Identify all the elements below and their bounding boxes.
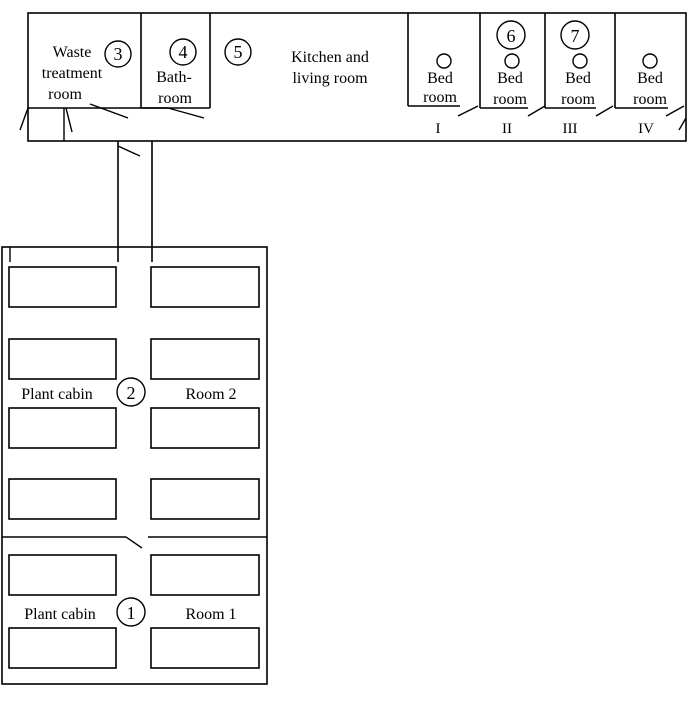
bedroom-3-label-1: Bed (565, 70, 591, 87)
plant-rack (8, 338, 117, 380)
bedroom-3-number-circle (560, 20, 590, 50)
lower-module: Plant cabin 2 Room 2 Plant cabin 1 Room … (1, 246, 268, 685)
plant-rack (150, 627, 260, 669)
bed-circle-4 (642, 53, 658, 69)
bathroom-label-1: Bath- (156, 69, 192, 86)
plant-rack (8, 627, 117, 669)
plant-rack (8, 554, 117, 596)
plant-rack (150, 338, 260, 380)
plant-rack (8, 266, 117, 308)
lower-module-outline (1, 246, 268, 685)
bedroom-4-label-2: room (633, 91, 667, 108)
bedroom-4-roman: IV (638, 121, 654, 137)
bathroom-number: 4 (179, 42, 188, 62)
cabin-1-number: 1 (127, 603, 136, 623)
bathroom-number-circle (169, 38, 197, 66)
bedroom-3-label-2: room (561, 91, 595, 108)
bedroom-2-number: 6 (507, 26, 516, 46)
waste-room-number: 3 (114, 44, 123, 64)
bedroom-4-label-1: Bed (637, 70, 663, 87)
plant-rack (8, 407, 117, 449)
connecting-tunnel (117, 141, 153, 262)
room-2-label: Room 2 (185, 386, 236, 403)
plant-rack (8, 478, 117, 520)
waste-room-label-2: treatment (42, 65, 103, 82)
bedroom-2-label-1: Bed (497, 70, 523, 87)
plant-cabin-2-label: Plant cabin (21, 386, 93, 403)
plant-rack (150, 478, 260, 520)
room-1-label: Room 1 (185, 606, 236, 623)
waste-room-number-circle (104, 40, 132, 68)
bedroom-2-roman: II (502, 121, 512, 137)
cabin-2-number-circle (116, 377, 146, 407)
upper-module-outline (27, 12, 687, 142)
bathroom-label-2: room (158, 90, 192, 107)
plant-rack (150, 266, 260, 308)
bed-circle-3 (572, 53, 588, 69)
waste-room-label-1: Waste (53, 44, 92, 61)
bed-circle-2 (504, 53, 520, 69)
bedroom-1-roman: I (436, 121, 441, 137)
bedroom-1-label-2: room (423, 89, 457, 106)
kitchen-number-circle (224, 38, 252, 66)
kitchen-label-1: Kitchen and (291, 49, 369, 66)
kitchen-label-2: living room (292, 70, 368, 87)
plant-rack (150, 554, 260, 596)
bed-circle-1 (436, 53, 452, 69)
cabin-2-number: 2 (127, 383, 136, 403)
cabin-1-number-circle (116, 597, 146, 627)
upper-module: Waste treatment room 3 4 Bath- room 5 Ki… (19, 12, 687, 142)
plant-cabin-1-label: Plant cabin (24, 606, 96, 623)
bedroom-3-roman: III (563, 121, 578, 137)
kitchen-number: 5 (234, 42, 243, 62)
bedroom-2-label-2: room (493, 91, 527, 108)
plant-rack (150, 407, 260, 449)
bedroom-1-label-1: Bed (427, 70, 453, 87)
bedroom-3-number: 7 (571, 26, 580, 46)
waste-room-label-3: room (48, 86, 82, 103)
bedroom-2-number-circle (496, 20, 526, 50)
